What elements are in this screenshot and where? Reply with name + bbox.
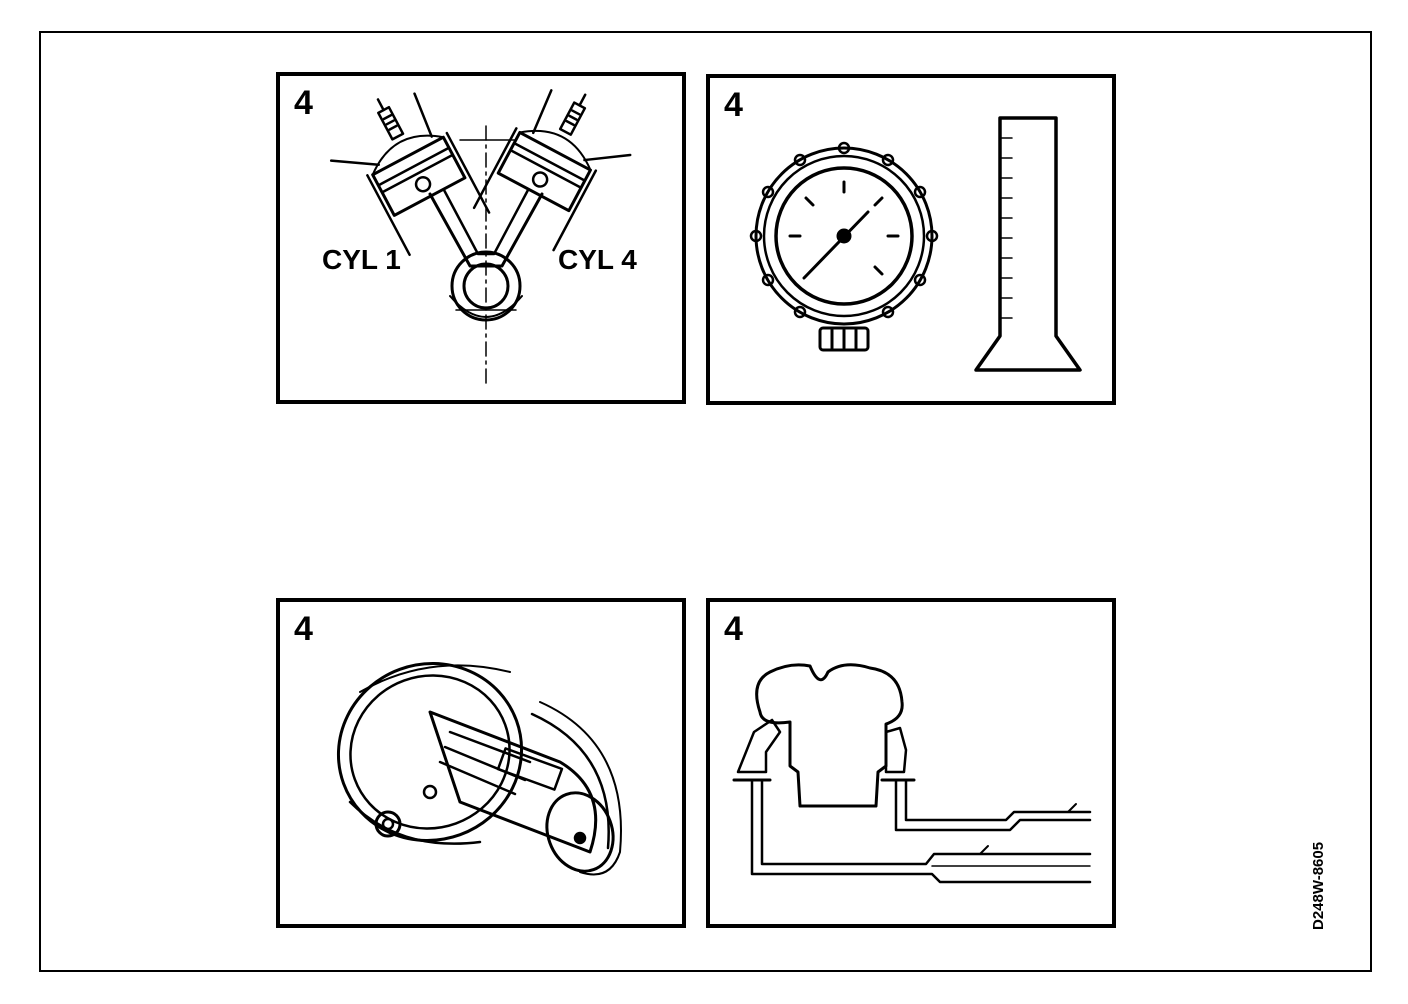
figure-code: D248W-8605 xyxy=(1310,841,1327,930)
figure-frame xyxy=(39,31,1372,972)
engine-fuel-lines-icon xyxy=(732,663,1092,884)
panel-cylinders: 4 xyxy=(276,72,686,404)
panel-number: 4 xyxy=(294,610,313,648)
panel-starter: 4 xyxy=(276,598,686,928)
panel-number: 4 xyxy=(294,84,313,122)
panel-fuel-lines: 4 xyxy=(706,598,1116,928)
pressure-gauge-and-measuring-cylinder-icon xyxy=(749,116,1082,372)
panel-number: 4 xyxy=(724,86,743,124)
cyl-4-label: CYL 4 xyxy=(558,244,637,275)
panel-number: 4 xyxy=(724,610,743,648)
cyl-1-label: CYL 1 xyxy=(322,244,401,275)
v-engine-pistons-icon xyxy=(329,89,632,387)
starter-motor-icon xyxy=(336,662,622,876)
panel-gauge: 4 xyxy=(706,74,1116,405)
